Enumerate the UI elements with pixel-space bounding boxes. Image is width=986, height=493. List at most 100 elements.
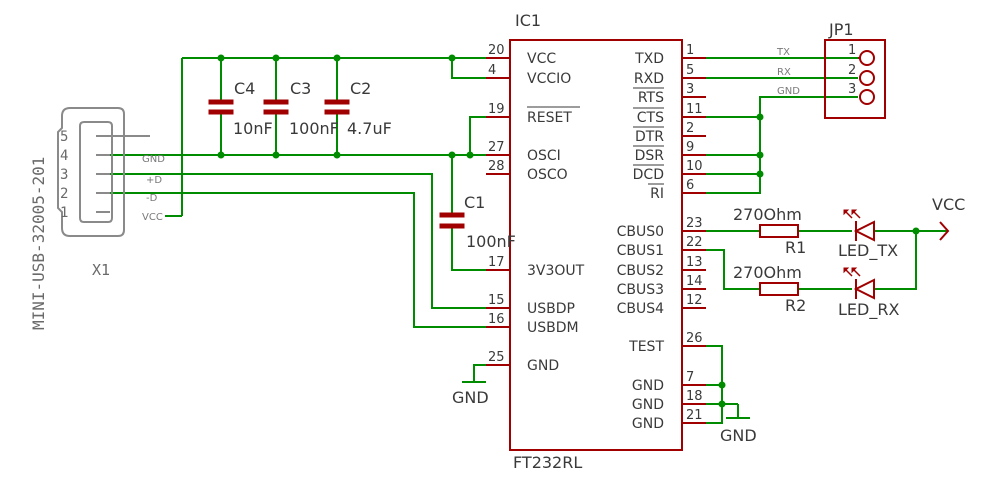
led-tx-name: LED_TX xyxy=(838,241,898,261)
ic1-pin-label: GND xyxy=(632,416,664,432)
gnd-left-label: GND xyxy=(452,388,489,407)
c1-value: 100nF xyxy=(466,232,516,251)
ic1-right-pins: 1 5 3 11 2 9 10 6 23 22 13 14 12 26 7 18… xyxy=(617,43,706,432)
r1-name: R1 xyxy=(785,238,806,257)
ic1-pin-num: 4 xyxy=(488,63,496,78)
led-rx: LED_RX xyxy=(838,267,899,320)
ic1-pin-label: CTS xyxy=(637,110,664,126)
capacitor-c3: C3 100nF xyxy=(263,79,339,138)
ic1-pin-label: DSR xyxy=(635,148,665,164)
ic1-pin-num: 26 xyxy=(686,331,703,346)
c1-name: C1 xyxy=(464,193,485,212)
jp1-name: JP1 xyxy=(828,20,854,39)
r1-value: 270Ohm xyxy=(733,205,802,224)
ic1-pin-label: USBDM xyxy=(527,320,579,336)
wires xyxy=(100,57,948,424)
ic1-pin-label: CBUS3 xyxy=(617,282,664,298)
c2-value: 4.7uF xyxy=(347,119,392,138)
c3-value: 100nF xyxy=(289,119,339,138)
ic1-pin-label: GND xyxy=(527,358,559,374)
ic1-pin-num: 17 xyxy=(488,255,505,270)
ic1-pin-num: 27 xyxy=(488,140,505,155)
ic1-pin-label: 3V3OUT xyxy=(527,263,585,279)
ic1-pin-num: 3 xyxy=(686,82,694,97)
x1-value: MINI-USB-32005-201 xyxy=(29,157,48,330)
capacitor-c4: C4 10nF xyxy=(208,79,273,138)
r2-value: 270Ohm xyxy=(733,263,802,282)
ic1-pin-label: RXD xyxy=(634,71,664,87)
ic1-pin-num: 19 xyxy=(488,102,505,117)
led-tx: LED_TX xyxy=(838,209,898,261)
ic1-pin-num: 25 xyxy=(488,350,505,365)
ic1-pin-label: CBUS1 xyxy=(617,243,664,259)
vcc-supply-symbol: VCC xyxy=(932,195,965,241)
gnd-symbol-left: GND xyxy=(452,381,489,407)
ic1-pin-label: RESET xyxy=(527,110,572,126)
jp1-pin-num: 2 xyxy=(848,63,856,78)
ic1-pin-num: 16 xyxy=(488,312,505,327)
ic1-pin-num: 1 xyxy=(686,43,694,58)
capacitor-c2: C2 4.7uF xyxy=(324,79,392,138)
x1-pin-num: 1 xyxy=(60,205,68,221)
x1-signal: GND xyxy=(142,154,165,165)
ic1-pin-label: TXD xyxy=(634,51,664,67)
ic1-pin-num: 13 xyxy=(686,255,703,270)
ic1-pin-label: CBUS2 xyxy=(617,263,664,279)
jp1-signal: RX xyxy=(777,67,791,78)
ic1-pin-num: 23 xyxy=(686,216,703,231)
ic1-pin-num: 10 xyxy=(686,159,703,174)
c4-name: C4 xyxy=(234,79,255,98)
x1-pin-num: 3 xyxy=(60,167,68,183)
gnd-right-label: GND xyxy=(720,426,757,445)
ic1-pin-num: 20 xyxy=(488,43,505,58)
ic1-left-pins: 20 4 19 27 28 17 15 16 25 VCC VCCIO RESE… xyxy=(486,43,585,374)
ic1-pin-num: 21 xyxy=(686,408,703,423)
jp1-pin-num: 1 xyxy=(848,43,856,58)
x1-pin-num: 4 xyxy=(60,148,68,164)
c4-value: 10nF xyxy=(233,119,273,138)
ic1-pin-num: 5 xyxy=(686,63,694,78)
r2-name: R2 xyxy=(785,296,806,315)
x1-signal: -D xyxy=(146,193,158,204)
x1-pin-num: 2 xyxy=(60,186,68,202)
ic1-body xyxy=(509,39,683,451)
c2-name: C2 xyxy=(350,79,371,98)
ic1-pin-label: RI xyxy=(650,186,664,202)
ic1-pin-num: 12 xyxy=(686,293,703,308)
c3-name: C3 xyxy=(290,79,311,98)
ic1-pin-label: OSCO xyxy=(527,167,568,183)
x1-signal: +D xyxy=(146,175,162,186)
jp1-signal: TX xyxy=(776,47,790,58)
resistor-r2: 270Ohm R2 xyxy=(733,263,806,315)
jp1-pin-num: 3 xyxy=(848,82,856,97)
ic1-pin-label: VCCIO xyxy=(527,71,571,87)
ic1-pin-num: 9 xyxy=(686,140,694,155)
ic1-pin-num: 6 xyxy=(686,178,694,193)
ic1-value: FT232RL xyxy=(513,453,582,472)
ic1-name: IC1 xyxy=(515,11,541,30)
ic1-pin-num: 18 xyxy=(686,389,703,404)
jp1-signal: GND xyxy=(777,86,800,97)
ic1-pin-num: 2 xyxy=(686,121,694,136)
ic1-pin-num: 7 xyxy=(686,370,694,385)
ic1-pin-label: VCC xyxy=(527,51,556,67)
ic1-pin-label: GND xyxy=(632,397,664,413)
ic1-pin-label: USBDP xyxy=(527,301,575,317)
ic1-pin-label: DTR xyxy=(635,129,664,145)
ic1-pin-label: CBUS4 xyxy=(617,301,665,317)
gnd-symbol-right: GND xyxy=(720,417,757,445)
ic1-pin-num: 22 xyxy=(686,235,703,250)
ic1-pin-label: RTS xyxy=(638,90,664,106)
junctions xyxy=(217,54,920,408)
ic1-pin-label: GND xyxy=(632,378,664,394)
vcc-label: VCC xyxy=(932,195,965,214)
ic1-pin-num: 14 xyxy=(686,274,703,289)
x1-name: X1 xyxy=(92,261,110,279)
x1-pin-num: 5 xyxy=(60,129,68,145)
x1-signal: VCC xyxy=(142,212,163,223)
resistor-r1: 270Ohm R1 xyxy=(733,205,806,257)
header-jp1: JP1 1 2 3 TX RX GND xyxy=(776,20,886,119)
ic1-pin-num: 11 xyxy=(686,102,703,117)
usb-connector-x1: 5 4 3 2 1 GND +D -D VCC X1 MINI-USB-3200… xyxy=(29,107,165,330)
